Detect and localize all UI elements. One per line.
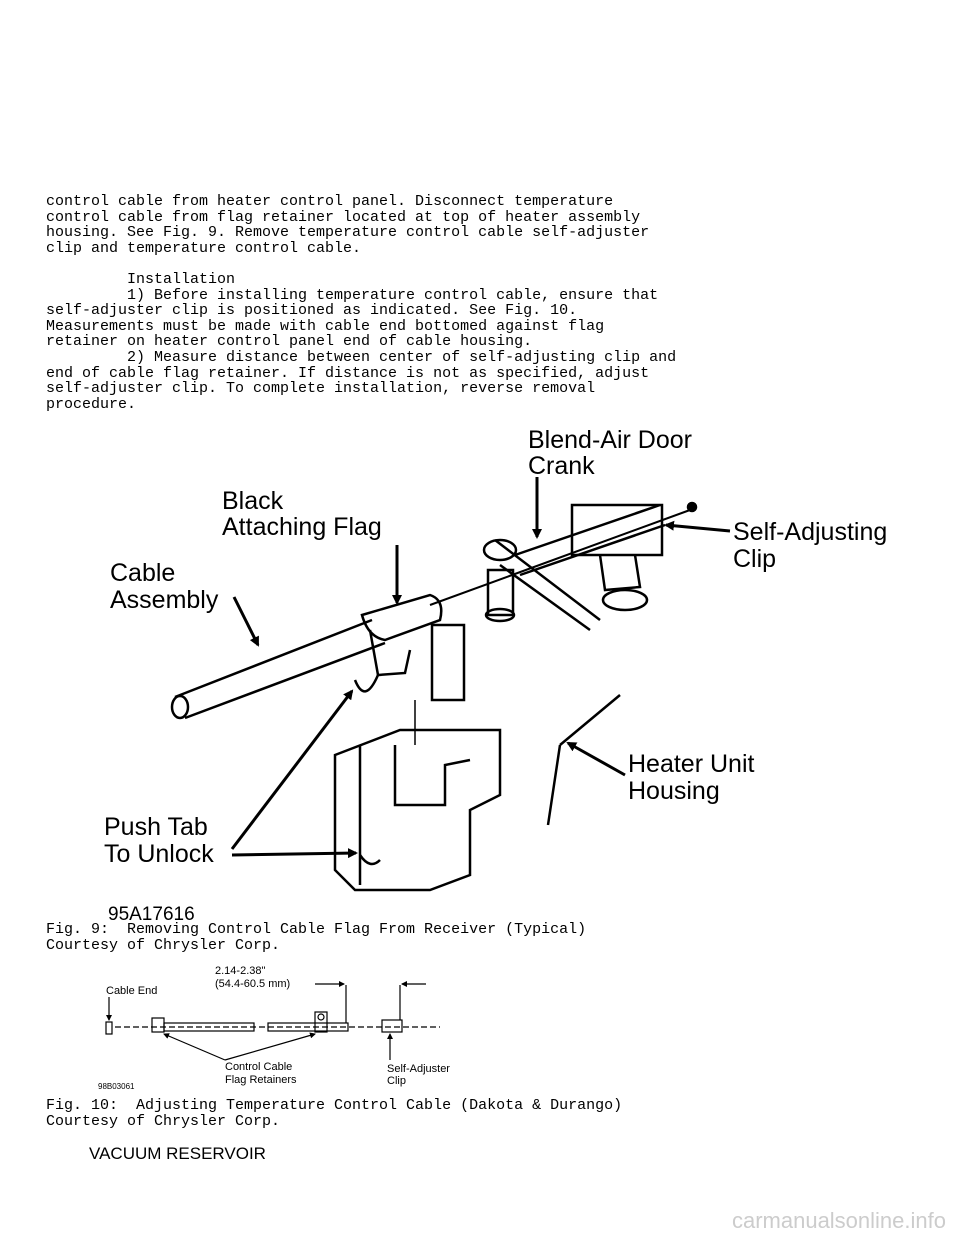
self-adjuster-label-2: Clip [387,1075,406,1087]
figure-10-caption: Fig. 10: Adjusting Temperature Control C… [46,1098,622,1129]
body-text-line: end of cable flag retainer. If distance … [46,364,650,382]
figure-9-caption: Fig. 9: Removing Control Cable Flag From… [46,922,586,953]
self-adjusting-clip-label: Self-Adjusting [733,518,887,546]
heater-unit-label: Heater Unit [628,750,754,778]
body-text-line: procedure. [46,395,137,413]
figure-9-id: 95A17616 [108,904,195,925]
control-cable-label-2: Flag Retainers [225,1074,297,1086]
body-text-line: self-adjuster clip is positioned as indi… [46,302,578,320]
dimension-label-2: (54.4-60.5 mm) [215,978,290,990]
figure-10-caption-line2: Courtesy of Chrysler Corp. [46,1112,281,1130]
body-text-line: control cable from flag retainer located… [46,208,641,226]
body-text-line: Measurements must be made with cable end… [46,317,605,335]
watermark: carmanualsonline.info [731,1208,946,1233]
body-text-line: retainer on heater control panel end of … [46,333,533,351]
control-cable-label: Control Cable [225,1061,292,1073]
body-text-line: Installation [46,270,236,288]
body-text-line: housing. See Fig. 9. Remove temperature … [46,224,650,242]
push-tab-label-2: To Unlock [104,840,214,868]
cable-assembly-label: Cable [110,559,175,587]
black-flag-label-2: Attaching Flag [222,513,382,541]
figure-10-id: 98B03061 [98,1082,135,1090]
blend-air-door-crank-label: Blend-Air Door [528,426,692,454]
body-text-line: 2) Measure distance between center of se… [46,348,677,366]
figure-10-caption-line1: Fig. 10: Adjusting Temperature Control C… [46,1097,623,1114]
blend-air-door-crank-label-2: Crank [528,452,595,480]
cable-end-label: Cable End [106,985,157,997]
figure-10-diagram: 2.14-2.38" (54.4-60.5 mm) Cable End Cont… [98,965,450,1090]
black-flag-label: Black [222,487,284,515]
cable-assembly-label-2: Assembly [110,586,219,614]
cable-assembly-drawing [170,501,698,892]
body-text-line [46,256,676,272]
section-heading: VACUUM RESERVOIR [89,1144,266,1163]
cable-drawing [105,981,440,1061]
body-text-line: 1) Before installing temperature control… [46,286,659,304]
self-adjuster-label: Self-Adjuster [387,1063,450,1075]
dimension-label: 2.14-2.38" [215,965,265,977]
figure-9-diagram: Blend-Air Door Crank Black Attaching Fla… [104,426,887,925]
body-text-line: clip and temperature control cable. [46,239,362,257]
figure-9-caption-line1: Fig. 9: Removing Control Cable Flag From… [46,921,587,938]
body-text: control cable from heater control panel.… [46,194,676,412]
self-adjusting-clip-label-2: Clip [733,545,776,573]
body-text-line: control cable from heater control panel.… [46,193,614,210]
push-tab-label: Push Tab [104,813,208,841]
heater-unit-label-2: Housing [628,777,720,805]
body-text-line: self-adjuster clip. To complete installa… [46,380,596,398]
figure-9-caption-line2: Courtesy of Chrysler Corp. [46,936,281,954]
